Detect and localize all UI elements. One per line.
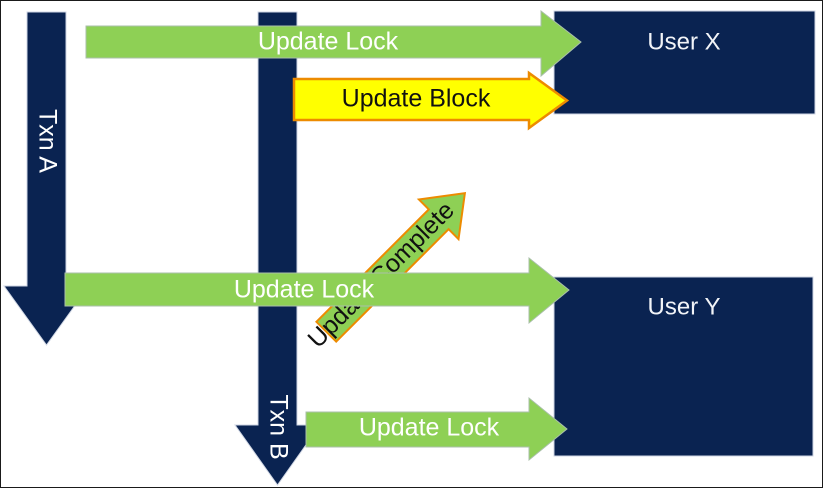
lane-txn-a[interactable]: Txn A (3, 11, 90, 346)
lane-txn-a-label: Txn A (33, 109, 61, 173)
update-lock-top-arrow-shape (85, 9, 582, 78)
update-block-label: Update Block (342, 85, 491, 113)
message-update-complete[interactable]: Update Complete (294, 173, 485, 364)
user-x-label: User X (647, 28, 720, 55)
update-block-arrow-shape (292, 70, 570, 131)
lane-txn-b-label: Txn B (264, 394, 292, 459)
update-lock-middle-label: Update Lock (234, 276, 375, 304)
lane-txn-b[interactable]: Txn B (234, 11, 321, 486)
user-x-box (553, 10, 816, 115)
txn-a-lifeline-shape (3, 11, 90, 346)
message-update-lock-middle[interactable]: Update Lock (64, 256, 570, 325)
message-update-lock-bottom[interactable]: Update Lock (305, 396, 568, 462)
update-lock-top-label: Update Lock (258, 28, 399, 56)
user-y-label: User Y (648, 293, 721, 320)
update-lock-middle-arrow-shape (64, 256, 570, 325)
update-lock-bottom-arrow-shape (305, 396, 568, 462)
user-y-box (553, 276, 814, 457)
update-lock-bottom-label: Update Lock (359, 414, 500, 442)
actor-user-x[interactable]: User X (553, 10, 816, 115)
message-update-lock-top[interactable]: Update Lock (85, 9, 582, 78)
message-update-block[interactable]: Update Block (292, 70, 570, 131)
actor-user-y[interactable]: User Y (553, 276, 814, 457)
